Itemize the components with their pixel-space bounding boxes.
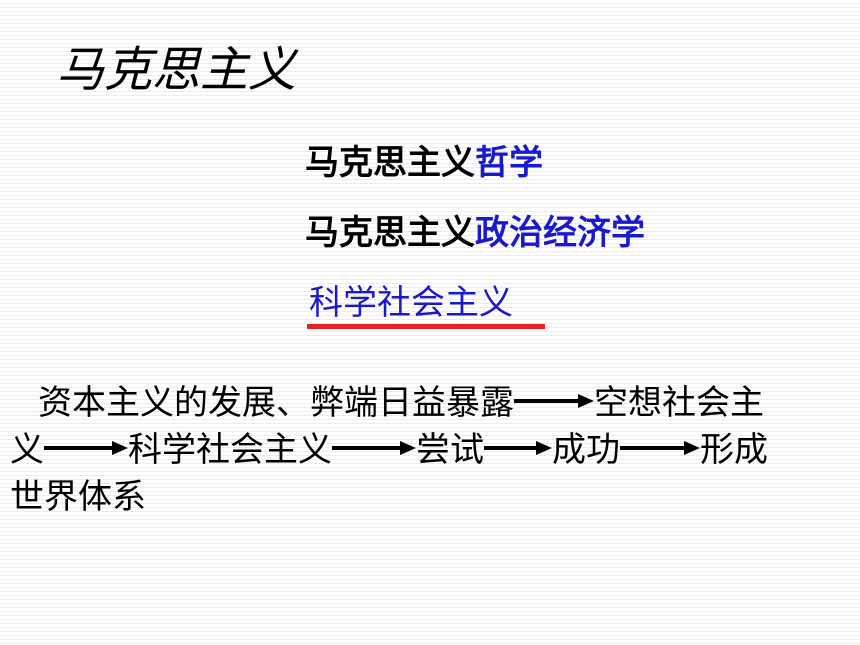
flow-step-world-system: 形成 <box>700 430 768 470</box>
flow-step-scientific: 科学社会主义 <box>128 430 332 470</box>
flow-step-capitalism: 资本主义的发展、弊端日益暴露 <box>38 383 514 423</box>
flow-line-1: 资本主义的发展、弊端日益暴露 空想社会主 <box>10 380 850 426</box>
flow-step-success: 成功 <box>552 430 620 470</box>
component-highlight: 哲学 <box>475 143 543 183</box>
flow-line-2: 义 科学社会主义 尝试 成功 形成 <box>10 427 850 473</box>
component-prefix: 马克思主义 <box>305 143 475 183</box>
component-highlight: 科学社会主义 <box>309 283 513 323</box>
flow-step-utopian: 空想社会主 <box>594 383 764 423</box>
flow-step-attempt: 尝试 <box>416 430 484 470</box>
arrow-icon <box>44 441 128 455</box>
arrow-icon <box>484 441 552 455</box>
flow-line-3: 世界体系 <box>10 474 850 520</box>
component-political-economy: 马克思主义政治经济学 <box>305 211 645 255</box>
slide-title: 马克思主义 <box>56 42 297 98</box>
arrow-icon <box>514 394 594 408</box>
component-scientific-socialism: 科学社会主义 <box>309 281 513 325</box>
arrow-icon <box>620 441 700 455</box>
flow-step-world-system-cont: 世界体系 <box>10 477 146 517</box>
component-prefix: 马克思主义 <box>305 213 475 253</box>
red-underline <box>307 324 545 329</box>
component-highlight: 政治经济学 <box>475 213 645 253</box>
arrow-icon <box>332 441 416 455</box>
flow-step-utopian-cont: 义 <box>10 430 44 470</box>
component-philosophy: 马克思主义哲学 <box>305 141 543 185</box>
